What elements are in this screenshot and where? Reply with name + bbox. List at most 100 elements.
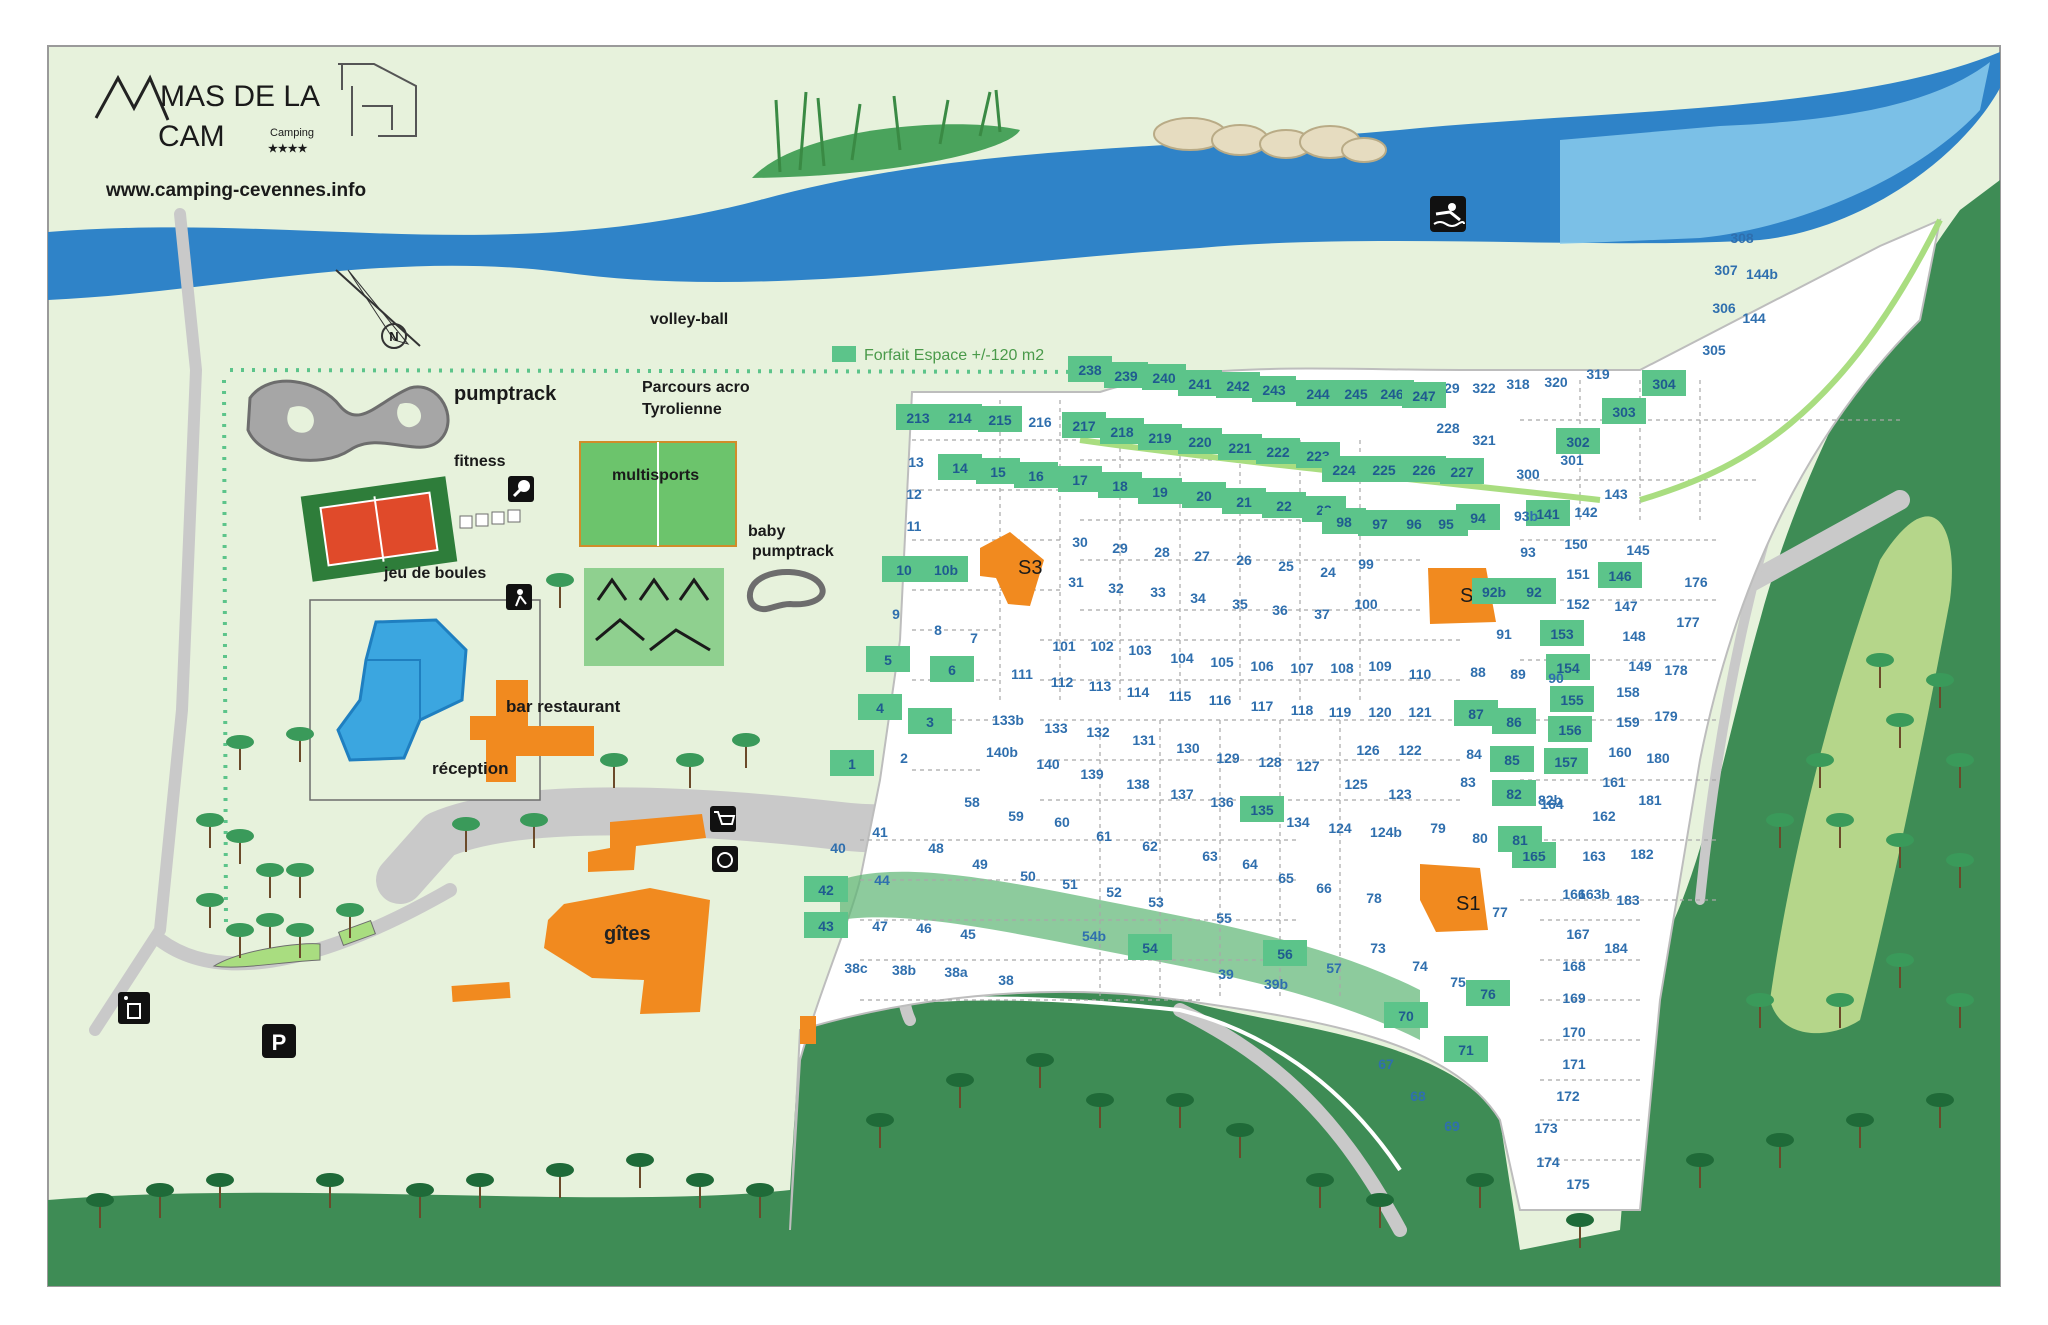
pitch-number[interactable]: 136	[1210, 794, 1234, 810]
pitch-number[interactable]: 247	[1412, 388, 1436, 404]
pitch-number[interactable]: 14	[952, 460, 968, 476]
pitch-number[interactable]: 144b	[1746, 266, 1778, 282]
pitch-number[interactable]: 35	[1232, 596, 1248, 612]
pitch-number[interactable]: 170	[1562, 1024, 1586, 1040]
pitch-number[interactable]: 43	[818, 918, 834, 934]
pitch-number[interactable]: 135	[1250, 802, 1274, 818]
pitch-number[interactable]: 15	[990, 464, 1006, 480]
pitch-number[interactable]: 144	[1742, 310, 1766, 326]
pitch-number[interactable]: 51	[1062, 876, 1078, 892]
pitch-number[interactable]: 18	[1112, 478, 1128, 494]
pitch-number[interactable]: 66	[1316, 880, 1332, 896]
pitch-number[interactable]: 180	[1646, 750, 1670, 766]
pitch-number[interactable]: 318	[1506, 376, 1530, 392]
pitch-number[interactable]: 220	[1188, 434, 1212, 450]
pitch-number[interactable]: 218	[1110, 424, 1134, 440]
pitch-number[interactable]: 87	[1468, 706, 1484, 722]
pitch-number[interactable]: 169	[1562, 990, 1586, 1006]
pitch-number[interactable]: 182	[1630, 846, 1654, 862]
pitch-number[interactable]: 54b	[1082, 928, 1106, 944]
pitch-number[interactable]: 107	[1290, 660, 1314, 676]
pitch-number[interactable]: 146	[1608, 568, 1632, 584]
pitch-number[interactable]: 123	[1388, 786, 1412, 802]
pitch-number[interactable]: 142	[1574, 504, 1598, 520]
pitch-number[interactable]: 321	[1472, 432, 1496, 448]
pitch-number[interactable]: 57	[1326, 960, 1342, 976]
pitch-number[interactable]: 174	[1536, 1154, 1560, 1170]
pitch-number[interactable]: 306	[1712, 300, 1736, 316]
pitch-number[interactable]: 137	[1170, 786, 1194, 802]
pitch-number[interactable]: 305	[1702, 342, 1726, 358]
pitch-number[interactable]: 214	[948, 410, 972, 426]
pitch-number[interactable]: 319	[1586, 366, 1610, 382]
pitch-number[interactable]: 84	[1466, 746, 1482, 762]
pitch-number[interactable]: 30	[1072, 534, 1088, 550]
pitch-number[interactable]: 92	[1526, 584, 1542, 600]
pitch-number[interactable]: 228	[1436, 420, 1460, 436]
pitch-number[interactable]: 50	[1020, 868, 1036, 884]
pitch-number[interactable]: 90	[1548, 670, 1564, 686]
pitch-number[interactable]: 101	[1052, 638, 1076, 654]
pitch-number[interactable]: 49	[972, 856, 988, 872]
pitch-number[interactable]: 82	[1506, 786, 1522, 802]
pitch-number[interactable]: 127	[1296, 758, 1320, 774]
pitch-number[interactable]: 59	[1008, 808, 1024, 824]
pitch-number[interactable]: 115	[1169, 688, 1192, 704]
pitch-number[interactable]: 147	[1614, 598, 1638, 614]
pitch-number[interactable]: 39	[1218, 966, 1234, 982]
pitch-number[interactable]: 149	[1628, 658, 1652, 674]
pitch-number[interactable]: 17	[1072, 472, 1088, 488]
pitch-number[interactable]: 10b	[934, 562, 958, 578]
pitch-number[interactable]: 125	[1344, 776, 1368, 792]
pitch-number[interactable]: 173	[1534, 1120, 1558, 1136]
pitch-number[interactable]: 221	[1228, 440, 1252, 456]
pitch-number[interactable]: 27	[1194, 548, 1210, 564]
pitch-number[interactable]: 69	[1444, 1118, 1460, 1134]
pitch-number[interactable]: 122	[1398, 742, 1422, 758]
pitch-number[interactable]: 61	[1096, 828, 1112, 844]
pitch-number[interactable]: 68	[1410, 1088, 1426, 1104]
pitch-number[interactable]: 104	[1170, 650, 1194, 666]
pitch-number[interactable]: 93	[1520, 544, 1536, 560]
pitch-number[interactable]: 134	[1286, 814, 1310, 830]
pitch-number[interactable]: 129	[1216, 750, 1240, 766]
pitch-number[interactable]: 81	[1512, 832, 1528, 848]
pitch-number[interactable]: 222	[1266, 444, 1290, 460]
pitch-number[interactable]: 96	[1406, 516, 1422, 532]
pitch-number[interactable]: 241	[1188, 376, 1212, 392]
pitch-number[interactable]: 63	[1202, 848, 1218, 864]
pitch-number[interactable]: 42	[818, 882, 834, 898]
pitch-number[interactable]: 148	[1622, 628, 1646, 644]
pitch-number[interactable]: 130	[1176, 740, 1200, 756]
pitch-number[interactable]: 131	[1132, 732, 1156, 748]
pitch-number[interactable]: 145	[1626, 542, 1650, 558]
pitch-number[interactable]: 100	[1354, 596, 1378, 612]
pitch-number[interactable]: 53	[1148, 894, 1164, 910]
pitch-number[interactable]: 58	[964, 794, 980, 810]
pitch-number[interactable]: 8	[934, 622, 942, 638]
pitch-number[interactable]: 164	[1540, 796, 1564, 812]
pitch-number[interactable]: 65	[1278, 870, 1294, 886]
pitch-number[interactable]: 46	[916, 920, 932, 936]
pitch-number[interactable]: 219	[1148, 430, 1172, 446]
pitch-number[interactable]: 109	[1368, 658, 1392, 674]
pitch-number[interactable]: 26	[1236, 552, 1252, 568]
pitch-number[interactable]: 157	[1554, 754, 1578, 770]
pitch-number[interactable]: 38	[998, 972, 1014, 988]
pitch-number[interactable]: 163	[1582, 848, 1606, 864]
pitch-number[interactable]: 124	[1328, 820, 1352, 836]
pitch-number[interactable]: 83	[1460, 774, 1476, 790]
pitch-number[interactable]: 33	[1150, 584, 1166, 600]
pitch-number[interactable]: 113	[1089, 678, 1112, 694]
pitch-number[interactable]: 112	[1051, 674, 1074, 690]
pitch-number[interactable]: 79	[1430, 820, 1446, 836]
pitch-number[interactable]: 47	[872, 918, 888, 934]
pitch-number[interactable]: 31	[1068, 574, 1084, 590]
pitch-number[interactable]: 6	[948, 662, 956, 678]
pitch-number[interactable]: 320	[1544, 374, 1568, 390]
pitch-number[interactable]: 119	[1329, 704, 1352, 720]
pitch-number[interactable]: 10	[896, 562, 912, 578]
pitch-number[interactable]: 32	[1108, 580, 1124, 596]
pitch-number[interactable]: 176	[1684, 574, 1708, 590]
pitch-number[interactable]: 184	[1604, 940, 1628, 956]
